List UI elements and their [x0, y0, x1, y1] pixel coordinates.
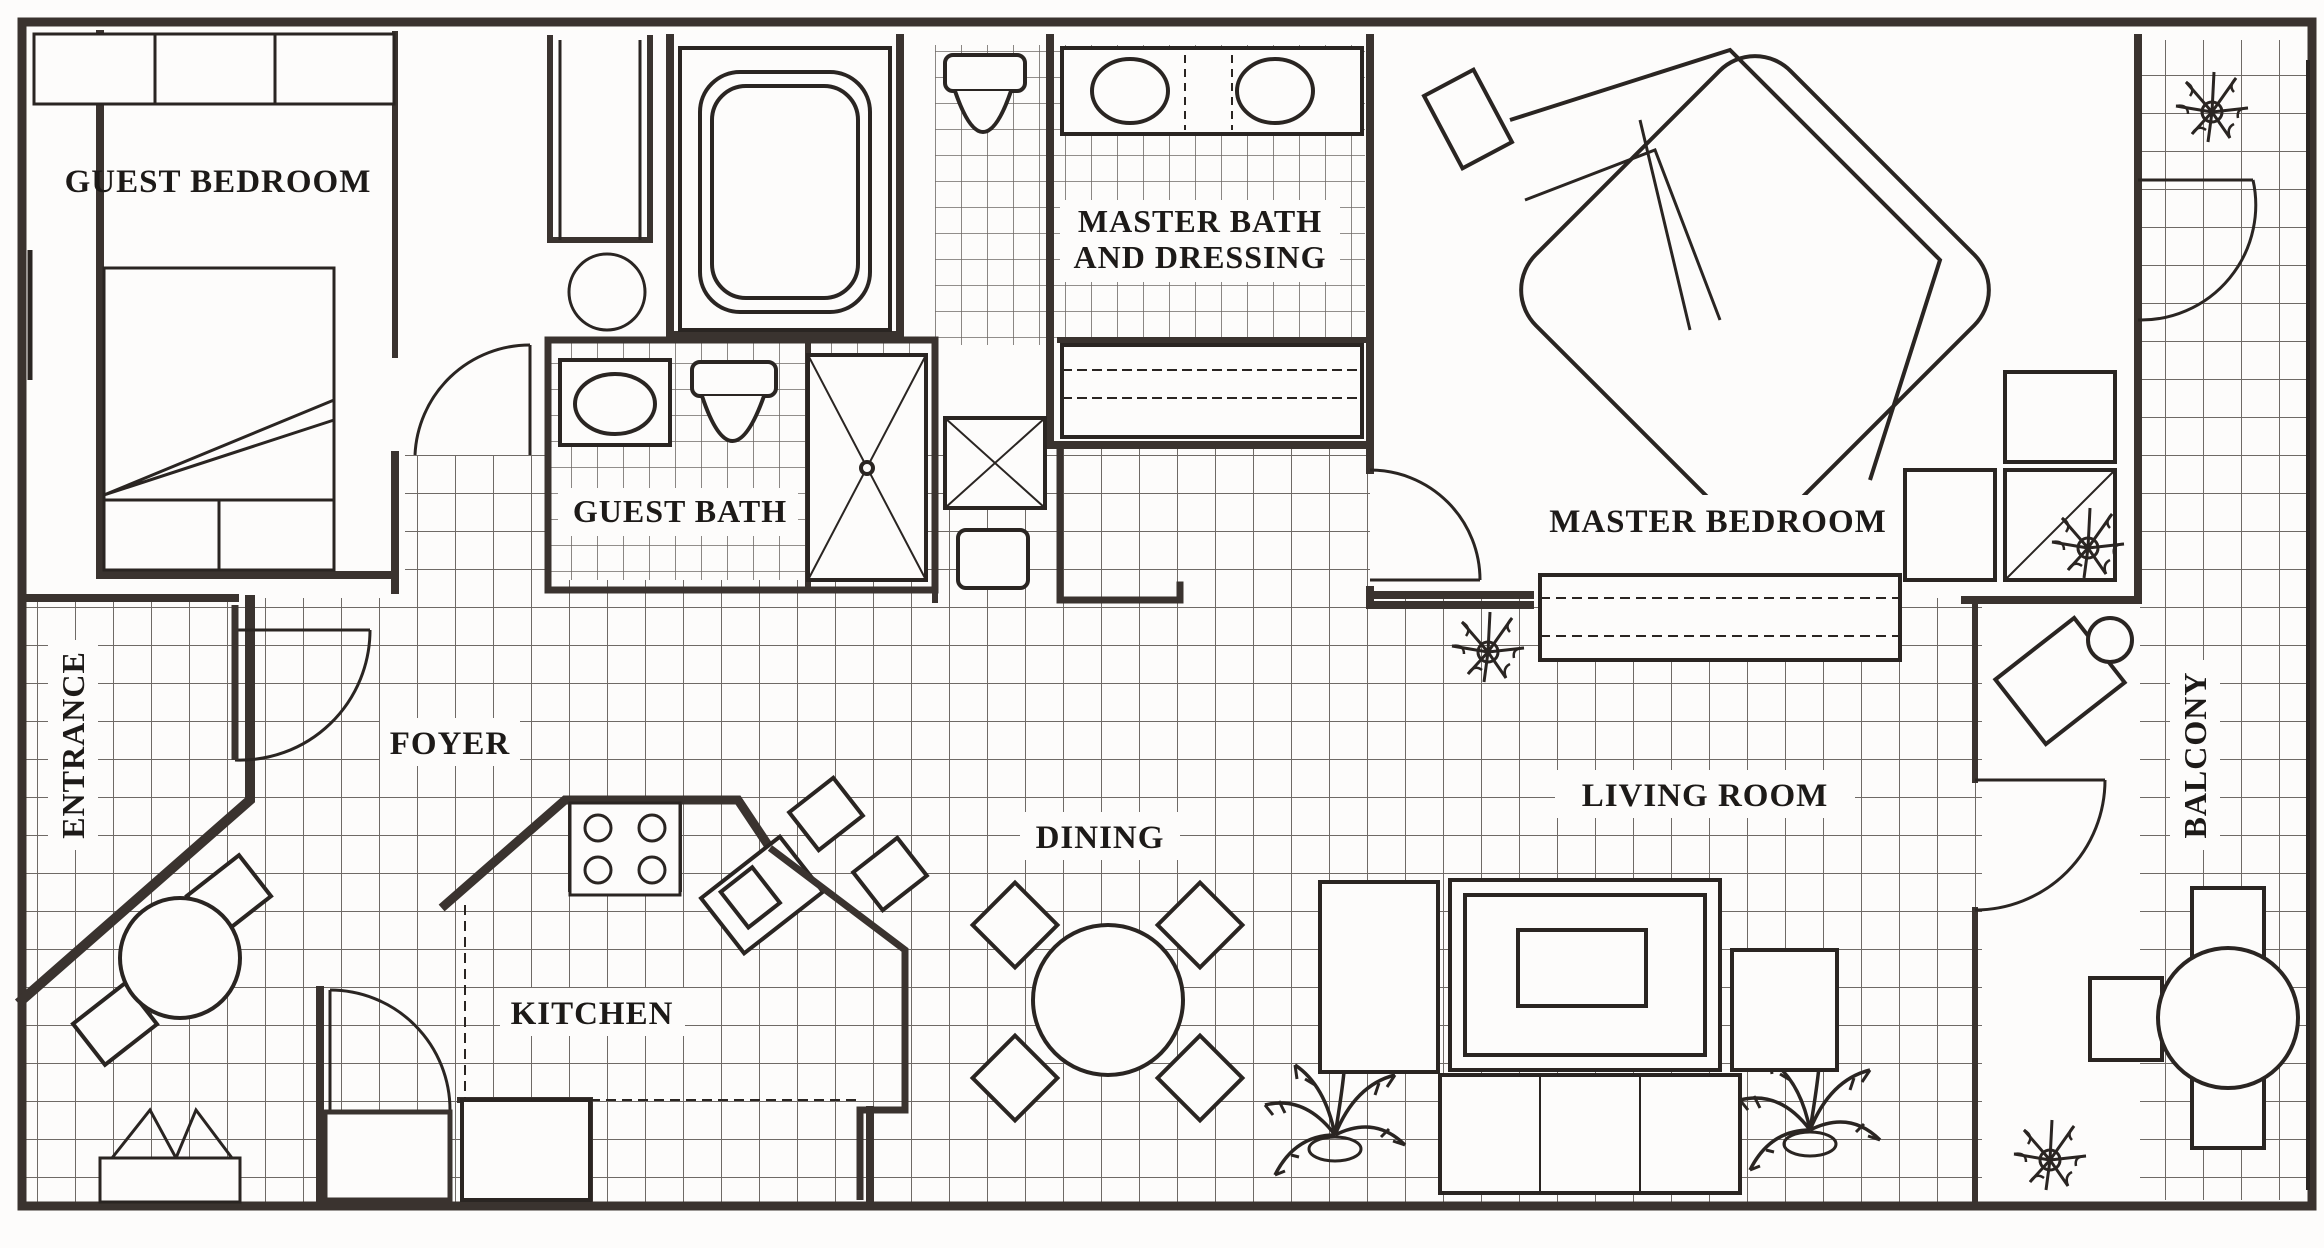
entry-closet — [98, 1107, 242, 1204]
bathtub — [678, 46, 892, 332]
guest-shower — [806, 353, 928, 582]
living-room-label: LIVING ROOM — [1582, 778, 1829, 814]
dining-table — [969, 879, 1246, 1124]
master-shower — [943, 416, 1047, 590]
entrance-label-bg — [48, 640, 98, 850]
living-armchair — [1992, 615, 2134, 747]
closet — [558, 40, 647, 332]
kitchen-label: KITCHEN — [511, 996, 674, 1032]
master-bath-label-line1: MASTER BATH — [1078, 203, 1322, 239]
guest-bath-label-bg — [558, 488, 798, 536]
refrigerator — [460, 1098, 592, 1202]
master-nightstand — [1421, 66, 1515, 172]
dining-label-bg — [1020, 812, 1180, 860]
guest-bedroom-label: GUEST BEDROOM — [65, 164, 372, 200]
living-room-label-bg — [1555, 770, 1855, 818]
kitchen-label-bg — [500, 988, 685, 1036]
master-dresser — [1538, 573, 1902, 662]
breakfast-table — [70, 852, 274, 1068]
door-swings — [234, 178, 2258, 1111]
master-bedroom-label: MASTER BEDROOM — [1549, 504, 1887, 540]
master-vanity — [1060, 46, 1364, 136]
master-toilet — [943, 53, 1027, 134]
dining-label: DINING — [1036, 820, 1165, 856]
balcony-table — [2088, 886, 2300, 1150]
master-bedroom-label-bg — [1545, 495, 1895, 547]
guest-bed — [32, 32, 396, 572]
foyer-label-bg — [380, 718, 520, 766]
utility-closet — [322, 1109, 453, 1203]
dressing-counter — [1060, 343, 1364, 439]
master-bath-label-bg — [1060, 200, 1340, 282]
living-sofa — [1318, 878, 1839, 1195]
entrance-label: ENTRANCE — [55, 651, 91, 839]
foyer-label: FOYER — [390, 726, 511, 762]
bar-stools — [786, 775, 930, 913]
master-bath-label-line2: AND DRESSING — [1074, 239, 1327, 275]
balcony-label-bg — [2170, 660, 2220, 850]
stove — [568, 801, 682, 897]
kitchen-counter-edge — [767, 845, 909, 1200]
guest-sink — [558, 358, 672, 447]
guest-bath-label: GUEST BATH — [573, 493, 787, 529]
balcony-label: BALCONY — [2177, 671, 2213, 838]
master-bed — [1509, 47, 1991, 526]
guest-toilet — [690, 360, 778, 443]
